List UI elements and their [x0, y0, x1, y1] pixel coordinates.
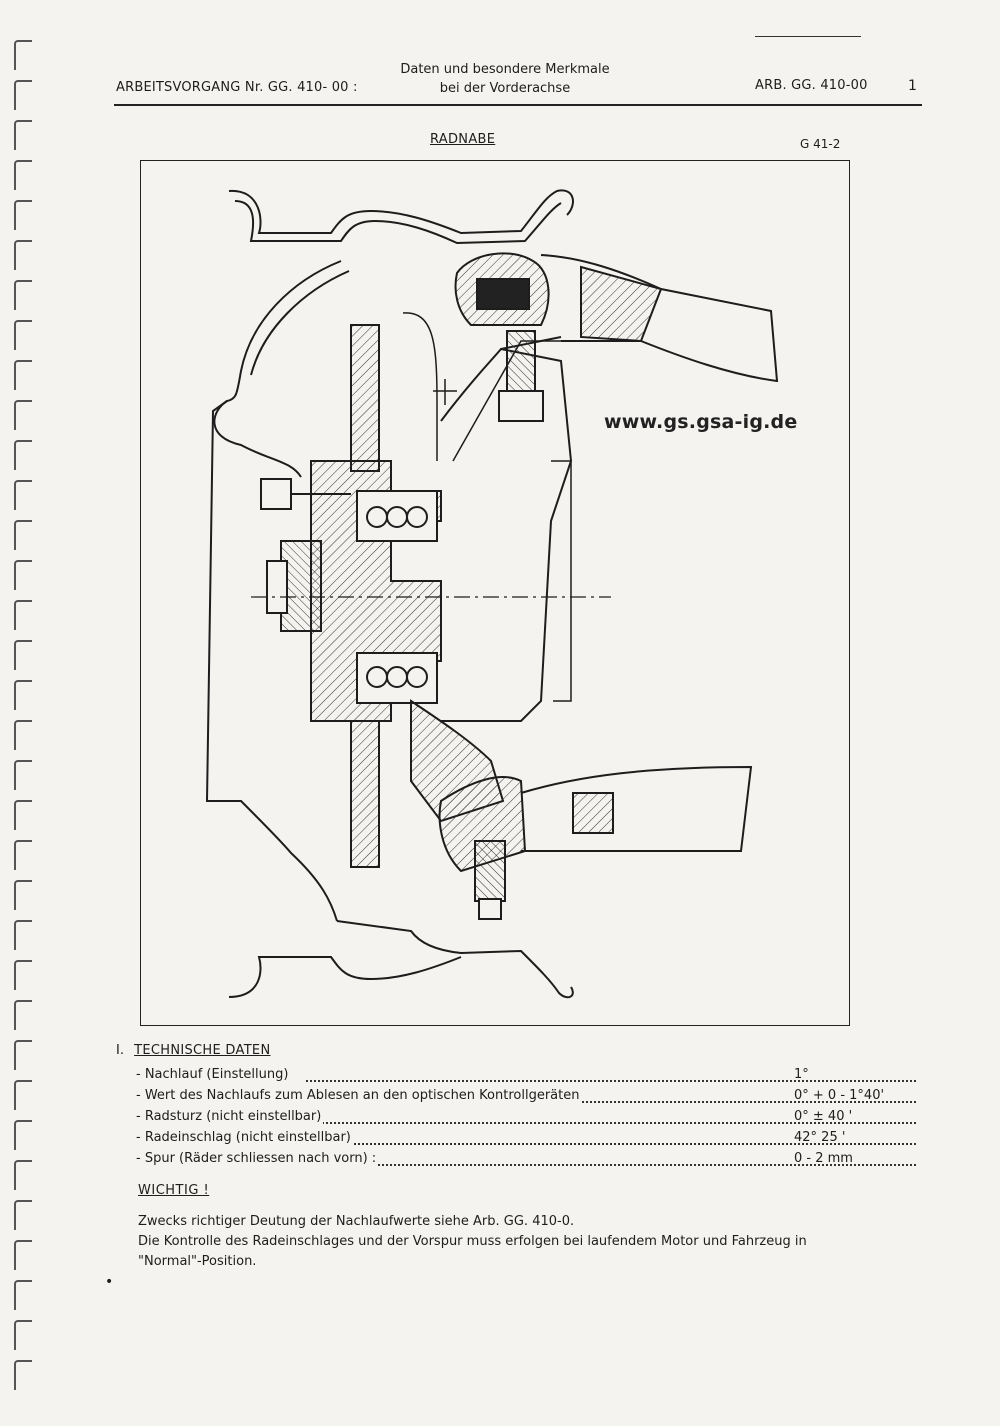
- section-title: TECHNISCHE DATEN: [134, 1043, 271, 1058]
- binding-hole: [14, 560, 32, 590]
- binding-hole: [14, 280, 32, 310]
- spec-row-nachlauf: - Nachlauf (Einstellung) 1°: [136, 1067, 926, 1088]
- binding-hole: [14, 640, 32, 670]
- spec-value: 42° 25 ': [794, 1130, 846, 1145]
- wheel-hub-cross-section-icon: [205, 189, 779, 999]
- page-number: 1: [908, 78, 917, 94]
- binding-hole: [14, 40, 32, 70]
- spec-row-spur: - Spur (Räder schliessen nach vorn) : 0 …: [136, 1151, 926, 1172]
- binding-hole: [14, 1360, 32, 1390]
- binding-hole: [14, 800, 32, 830]
- binding-hole: [14, 520, 32, 550]
- dot-leader: [306, 1143, 916, 1145]
- binding-hole: [14, 1280, 32, 1310]
- binding-hole: [14, 720, 32, 750]
- figure-frame: www.gs.gsa-ig.de: [140, 160, 850, 1026]
- header-title-line1: Daten und besondere Merkmale: [400, 62, 610, 77]
- binding-hole: [14, 600, 32, 630]
- spec-value: 0° + 0 - 1°40': [794, 1088, 885, 1103]
- spec-value: 0° ± 40 ': [794, 1109, 853, 1124]
- spec-row-radsturz: - Radsturz (nicht einstellbar) 0° ± 40 ': [136, 1109, 926, 1130]
- binding-hole: [14, 200, 32, 230]
- binding-holes: [0, 40, 40, 1410]
- binding-hole: [14, 1200, 32, 1230]
- warning-line-1: Zwecks richtiger Deutung der Nachlaufwer…: [138, 1214, 575, 1229]
- spec-row-radeinschlag: - Radeinschlag (nicht einstellbar) 42° 2…: [136, 1130, 926, 1151]
- figure-code: G 41-2: [800, 137, 841, 151]
- spec-label: - Radsturz (nicht einstellbar): [136, 1109, 324, 1124]
- binding-hole: [14, 1160, 32, 1190]
- section-heading: I. TECHNISCHE DATEN: [116, 1043, 270, 1058]
- binding-hole: [14, 920, 32, 950]
- binding-hole: [14, 1240, 32, 1270]
- binding-hole: [14, 680, 32, 710]
- binding-hole: [14, 360, 32, 390]
- binding-hole: [14, 1040, 32, 1070]
- binding-hole: [14, 880, 32, 910]
- binding-hole: [14, 1080, 32, 1110]
- warning-title: WICHTIG !: [138, 1183, 210, 1198]
- spec-value: 1°: [794, 1067, 809, 1082]
- binding-hole: [14, 120, 32, 150]
- binding-hole: [14, 1120, 32, 1150]
- binding-hole: [14, 760, 32, 790]
- figure-title: RADNABE: [430, 132, 496, 147]
- warning-note: Zwecks richtiger Deutung der Nachlaufwer…: [138, 1212, 898, 1272]
- binding-hole: [14, 840, 32, 870]
- spec-list: - Nachlauf (Einstellung) 1° - Wert des N…: [136, 1067, 926, 1172]
- warning-line-2: Die Kontrolle des Radeinschlages und der…: [138, 1234, 807, 1249]
- spec-label: - Radeinschlag (nicht einstellbar): [136, 1130, 353, 1145]
- dot-leader: [306, 1164, 916, 1166]
- binding-hole: [14, 440, 32, 470]
- dot-leader: [306, 1080, 916, 1082]
- spec-row-nachlauf-optisch: - Wert des Nachlaufs zum Ablesen an den …: [136, 1088, 926, 1109]
- watermark-url: www.gs.gsa-ig.de: [604, 411, 798, 433]
- top-rule: [755, 36, 861, 37]
- header-title: Daten und besondere Merkmale bei der Vor…: [360, 60, 650, 98]
- binding-hole: [14, 960, 32, 990]
- binding-hole: [14, 400, 32, 430]
- section-number: I.: [116, 1043, 124, 1058]
- spec-value: 0 - 2 mm: [794, 1151, 853, 1166]
- spec-label: - Wert des Nachlaufs zum Ablesen an den …: [136, 1088, 582, 1103]
- binding-hole: [14, 480, 32, 510]
- spec-label: - Spur (Räder schliessen nach vorn) :: [136, 1151, 379, 1166]
- spec-label: - Nachlauf (Einstellung): [136, 1067, 291, 1082]
- header-reference: ARB. GG. 410-00: [755, 78, 868, 93]
- dot-leader: [306, 1122, 916, 1124]
- margin-dot: •: [105, 1274, 114, 1290]
- binding-hole: [14, 1000, 32, 1030]
- binding-hole: [14, 1320, 32, 1350]
- binding-hole: [14, 320, 32, 350]
- binding-hole: [14, 240, 32, 270]
- binding-hole: [14, 80, 32, 110]
- warning-line-3: "Normal"-Position.: [138, 1254, 257, 1269]
- header-rule: [114, 104, 922, 106]
- dot-leader: [306, 1101, 916, 1103]
- header-title-line2: bei der Vorderachse: [439, 81, 571, 96]
- header-operation-number: ARBEITSVORGANG Nr. GG. 410- 00 :: [116, 80, 358, 95]
- binding-hole: [14, 160, 32, 190]
